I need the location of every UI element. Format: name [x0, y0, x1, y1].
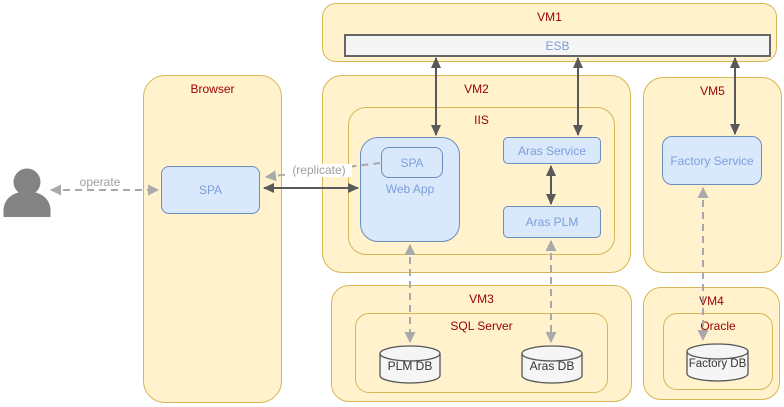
container-vm5-label: VM5: [700, 84, 725, 98]
web-app-spa-node: SPA: [381, 147, 443, 178]
container-oracle-label: Oracle: [700, 319, 736, 333]
container-browser-label: Browser: [190, 82, 235, 96]
aras-service-node: Aras Service: [503, 137, 601, 164]
container-vm2-label: VM2: [464, 82, 489, 96]
aras-plm-node-label: Aras PLM: [525, 215, 579, 229]
esb-node: ESB: [344, 34, 771, 57]
browser-spa-node: SPA: [161, 166, 260, 214]
container-sql-server-label: SQL Server: [450, 319, 513, 333]
plm-db-cylinder: [379, 345, 441, 384]
factory-db-cylinder: [686, 343, 749, 382]
container-vm1-label: VM1: [537, 10, 562, 24]
factory-service-node-label: Factory Service: [670, 153, 754, 168]
web-app-spa-node-label: SPA: [400, 155, 424, 170]
factory-service-node: Factory Service: [662, 136, 762, 185]
container-browser: Browser: [143, 75, 282, 403]
browser-spa-node-label: SPA: [198, 183, 223, 197]
user-icon: [3, 168, 51, 217]
esb-node-label: ESB: [545, 38, 570, 53]
edge-replicate: [265, 162, 381, 182]
web-app-node-label: Web App: [385, 182, 435, 196]
web-app-node: SPA Web App: [360, 137, 460, 242]
container-iis-label: IIS: [474, 113, 489, 127]
aras-plm-node: Aras PLM: [503, 206, 601, 238]
aras-db-cylinder: [521, 345, 583, 384]
container-vm3-label: VM3: [469, 292, 494, 306]
aras-service-node-label: Aras Service: [517, 143, 587, 158]
